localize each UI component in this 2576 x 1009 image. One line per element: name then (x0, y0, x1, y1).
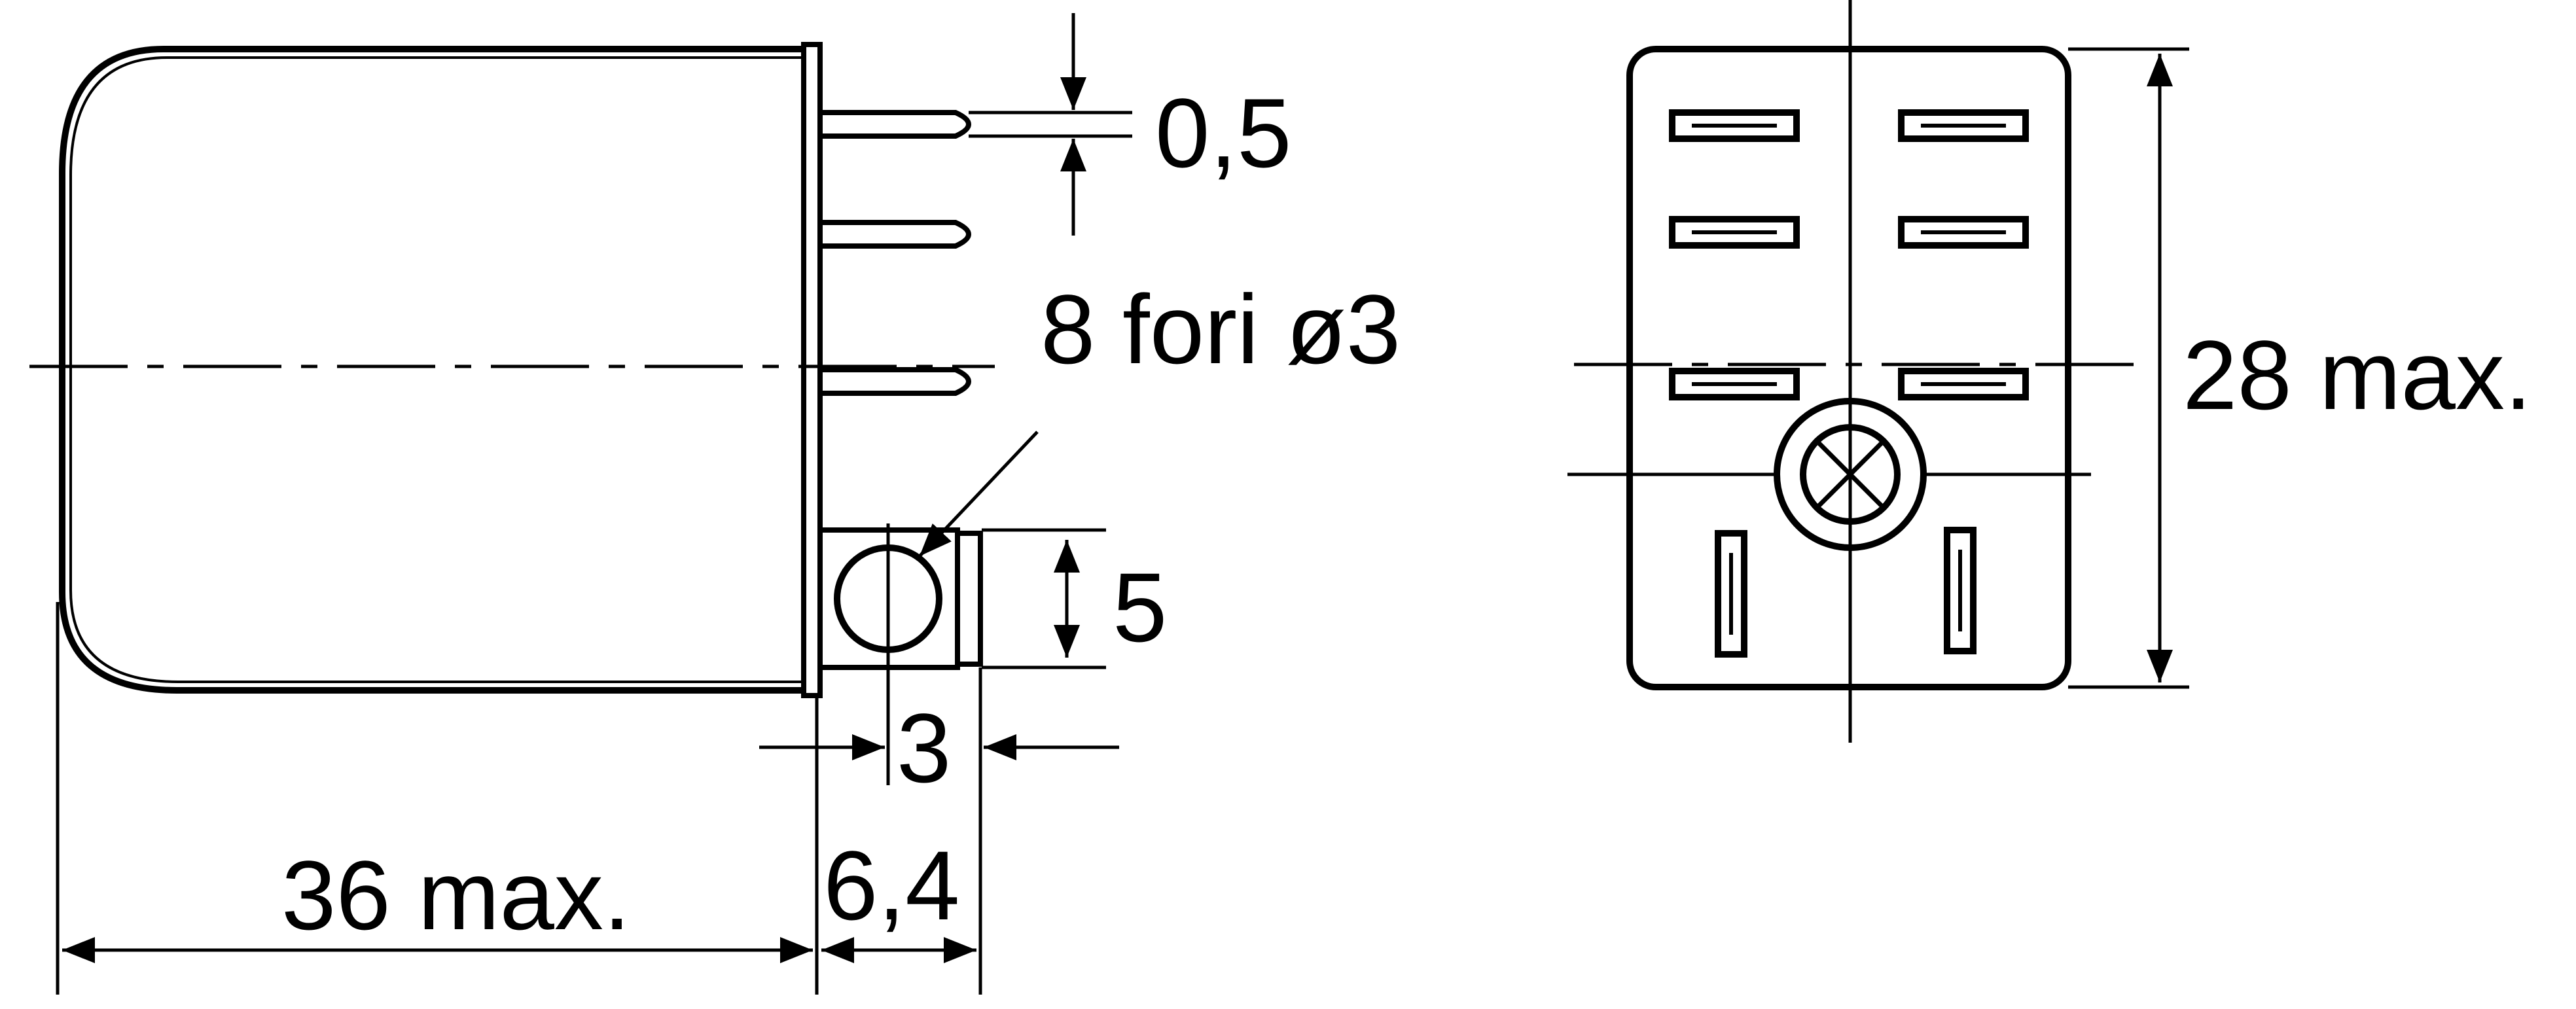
pin-3 (820, 367, 971, 396)
dim-hole-offset: 3 (897, 693, 951, 803)
contact-slot (1898, 109, 2029, 142)
pin-2 (820, 220, 971, 249)
relay-body-shadow (69, 56, 806, 683)
contact-slot (1669, 109, 1800, 142)
contact-slot (1898, 368, 2029, 400)
dim-tab-height: 5 (1113, 552, 1167, 662)
dim-pin-thickness: 0,5 (1155, 78, 1292, 188)
relay-body-outline (59, 46, 812, 694)
contact-slot (1669, 368, 1800, 400)
side-view: 0,5 8 fori ø3 5 3 36 max. 6,4 (29, 13, 1401, 995)
mounting-tab-lip (955, 531, 983, 667)
dim-base-height: 28 max. (2183, 320, 2532, 430)
pin-1 (820, 110, 971, 139)
dim-pin-length: 6,4 (823, 830, 960, 940)
bottom-view: 28 max. (1567, 0, 2532, 743)
contact-slot (1898, 216, 2029, 249)
dim-body-depth: 36 max. (281, 840, 631, 950)
coil-slot (1715, 530, 1747, 658)
base-flange (801, 42, 823, 698)
contact-slot (1669, 216, 1800, 249)
coil-slot (1944, 527, 1977, 654)
note-holes: 8 fori ø3 (1041, 274, 1401, 384)
